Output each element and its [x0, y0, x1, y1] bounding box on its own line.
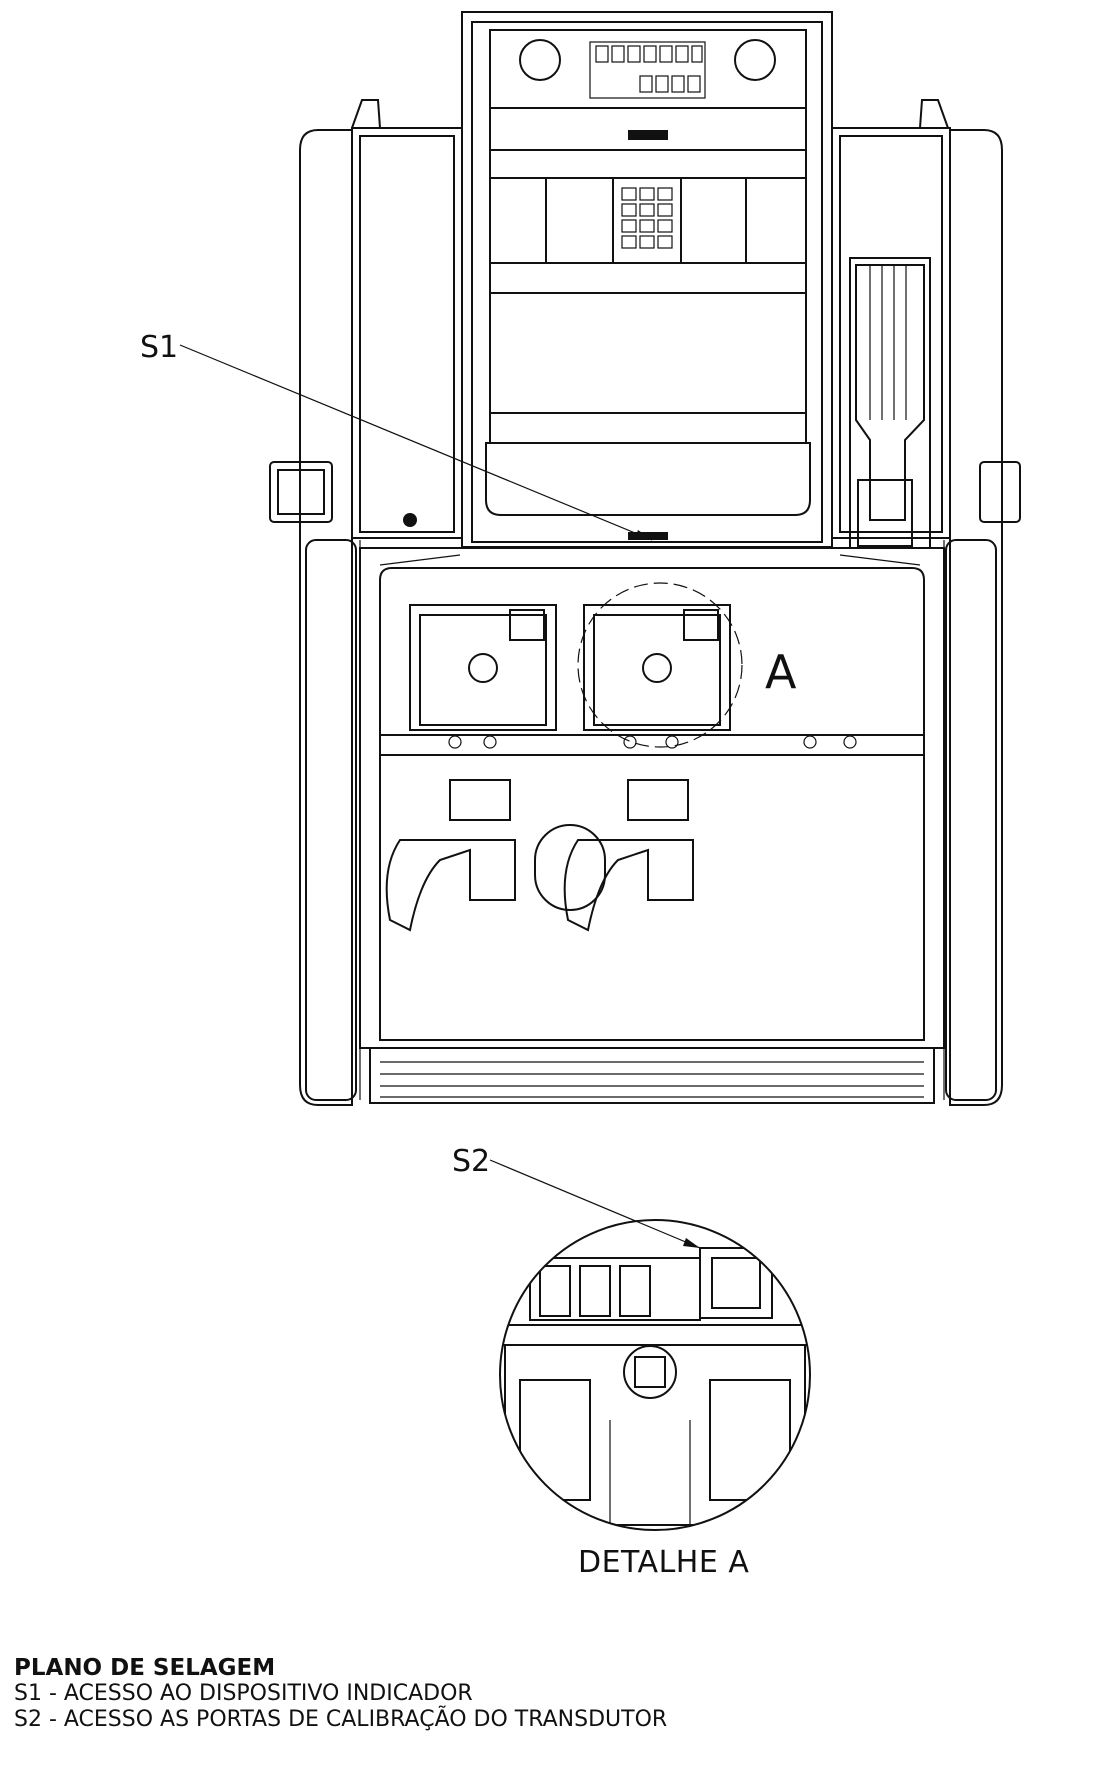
nozzle-holster [849, 257, 931, 549]
legend-item-s1: S1 - ACESSO AO DISPOSITIVO INDICADOR [14, 1681, 473, 1706]
hydraulic-cabinet [359, 547, 945, 1104]
display-head [461, 11, 833, 548]
s1-leader [179, 344, 653, 541]
legend-title: PLANO DE SELAGEM [14, 1655, 276, 1681]
detail-a-label: DETALHE A [578, 1545, 750, 1580]
callout-s1: S1 [140, 330, 179, 365]
callout-s2: S2 [452, 1144, 491, 1179]
s2-leader [489, 1159, 701, 1249]
legend-item-s2: S2 - ACESSO AS PORTAS DE CALIBRAÇÃO DO T… [14, 1707, 668, 1732]
legend: PLANO DE SELAGEM S1 - ACESSO AO DISPOSIT… [14, 1655, 667, 1733]
dispenser-body [269, 99, 1021, 1106]
callout-detail-marker: A [765, 645, 797, 699]
detail-a-view [499, 1219, 811, 1531]
